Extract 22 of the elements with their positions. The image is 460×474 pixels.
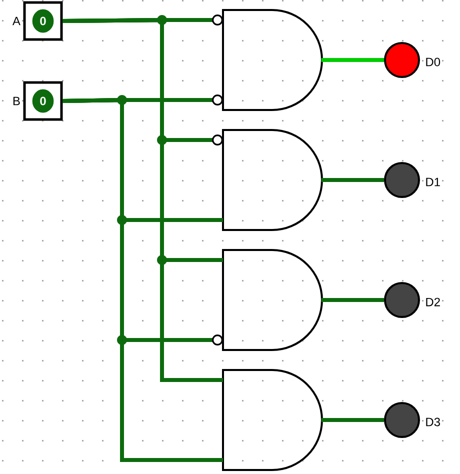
led-label: D0 bbox=[426, 58, 440, 66]
wire bbox=[321, 58, 384, 62]
led-label: D3 bbox=[426, 418, 440, 426]
wire bbox=[321, 298, 384, 302]
and-gate bbox=[222, 369, 323, 471]
led-label: D1 bbox=[426, 178, 440, 186]
led bbox=[384, 162, 420, 198]
led bbox=[384, 282, 420, 318]
input-pin: 0 bbox=[23, 1, 63, 41]
pin-label: B bbox=[13, 96, 20, 106]
wire bbox=[62, 18, 223, 382]
and-gate bbox=[222, 129, 323, 231]
wire bbox=[321, 418, 384, 422]
wire bbox=[62, 98, 223, 462]
led bbox=[384, 402, 420, 438]
led-label: D2 bbox=[426, 298, 440, 306]
input-pin: 0 bbox=[23, 81, 63, 121]
pin-label: A bbox=[12, 16, 20, 26]
and-gate bbox=[222, 9, 323, 111]
led bbox=[384, 42, 420, 78]
wire bbox=[321, 178, 384, 182]
and-gate bbox=[222, 249, 323, 351]
